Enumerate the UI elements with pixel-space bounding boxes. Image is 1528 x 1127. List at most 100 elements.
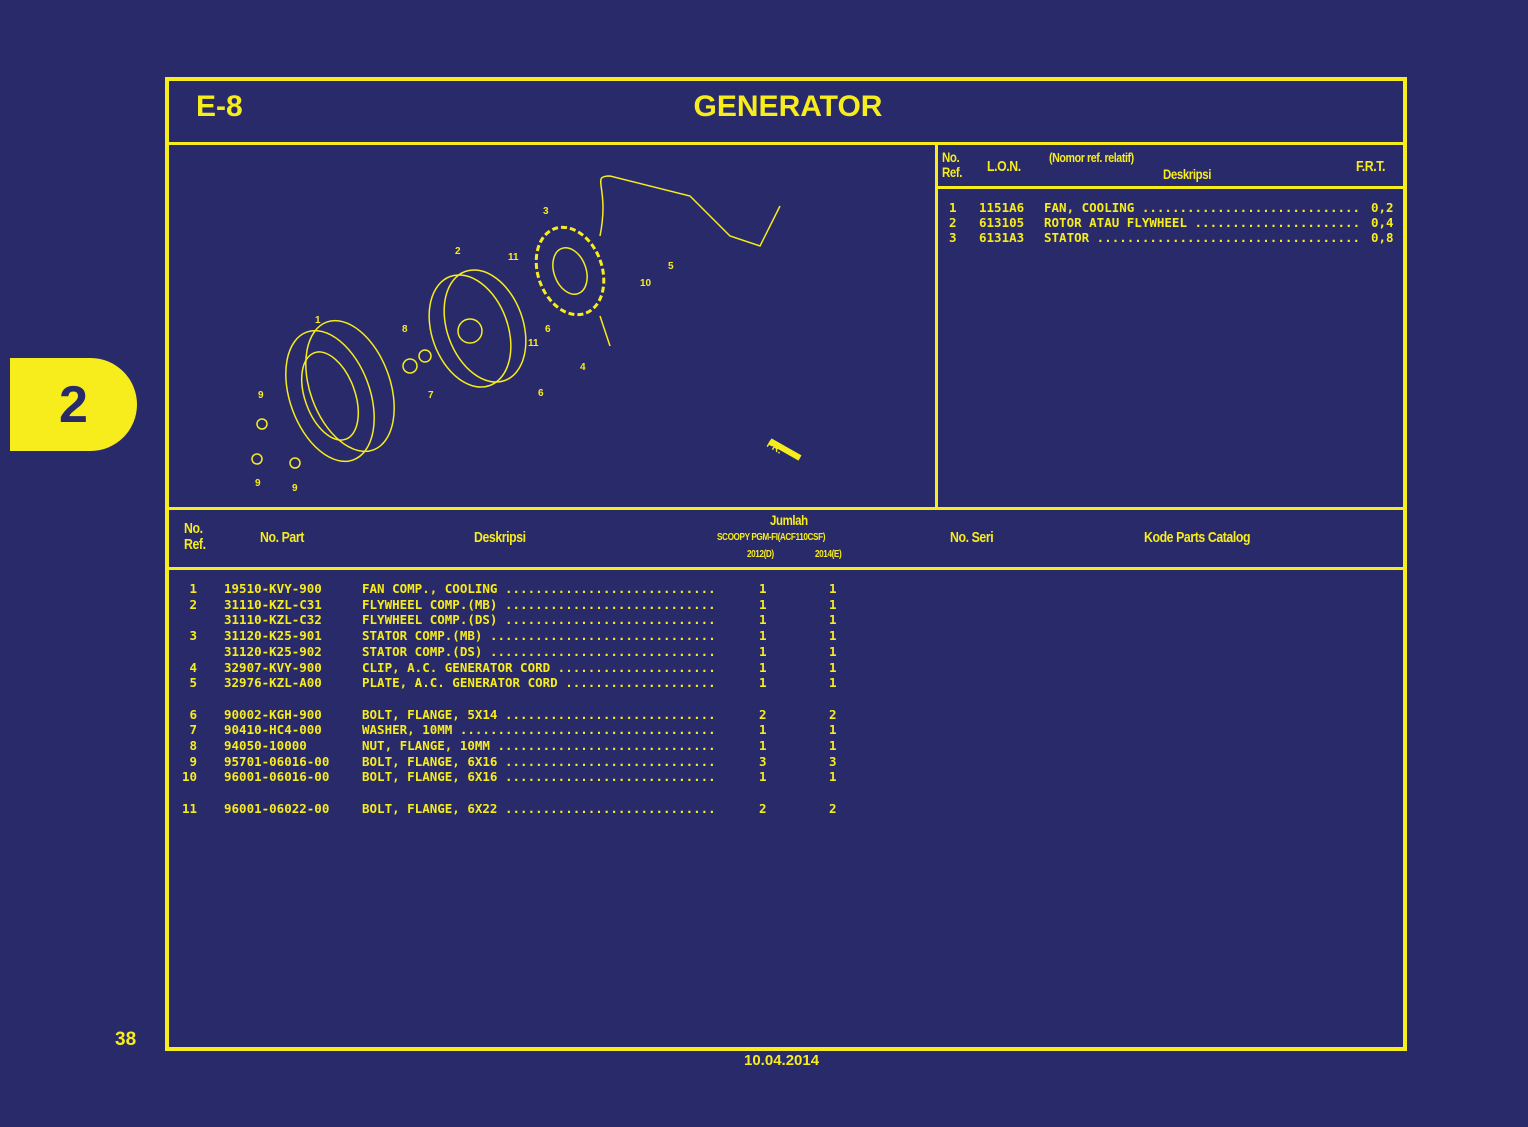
qty-2014: 1	[829, 675, 837, 691]
qty-2012: 1	[759, 581, 767, 596]
description: STATOR COMP.(DS) .......................…	[362, 643, 714, 659]
description-text: FLYWHEEL COMP.(DS)	[362, 612, 498, 628]
ref: 1	[189, 581, 197, 596]
qty-2014: 2	[829, 800, 837, 816]
description: BOLT, FLANGE, 6X22 .....................…	[362, 800, 714, 816]
description-text: BOLT, FLANGE, 6X16	[362, 769, 498, 785]
qty-2012: 1	[759, 675, 767, 691]
part-number: 31120-K25-901	[224, 628, 322, 644]
flywheel-drawing	[428, 269, 527, 388]
description: FAN, COOLING ...........................…	[1044, 200, 1362, 215]
qty-2014: 1	[829, 659, 837, 675]
description: ROTOR ATAU FLYWHEEL ....................…	[1044, 215, 1362, 230]
lon-header-frt: F.R.T.	[1356, 158, 1385, 175]
callout: 9	[258, 390, 264, 401]
lon-header-relative: (Nomor ref. relatif)	[1049, 150, 1134, 165]
qty-2014: 1	[829, 628, 837, 644]
bolt-drawing	[256, 418, 268, 430]
description-text: PLATE, A.C. GENERATOR CORD	[362, 675, 558, 691]
part-number: 90002-KGH-900	[224, 706, 322, 722]
cord-clip	[599, 315, 611, 347]
description-text: FLYWHEEL COMP.(MB)	[362, 596, 498, 612]
qty-2014: 1	[829, 769, 837, 785]
frt: 0,8	[1371, 230, 1394, 245]
qty-2012: 1	[759, 612, 767, 628]
washer-drawing	[418, 349, 432, 363]
callout: 9	[292, 483, 298, 494]
qty-2012: 3	[759, 753, 767, 769]
cooling-fan-drawing	[285, 319, 395, 463]
part-number: 96001-06022-00	[224, 800, 330, 816]
page-title: GENERATOR	[693, 90, 883, 123]
description: WASHER, 10MM ...........................…	[362, 722, 714, 738]
description: STATOR COMP.(MB) .......................…	[362, 628, 714, 644]
lon-header-desc: Deskripsi	[1163, 166, 1212, 182]
callout: 6	[538, 388, 544, 399]
description-text: STATOR COMP.(DS)	[362, 643, 483, 659]
qty-2014: 3	[829, 753, 837, 769]
qty-2012: 1	[759, 659, 767, 675]
parts-header-jumlah: Jumlah	[770, 512, 808, 528]
parts-header-part: No. Part	[260, 529, 304, 546]
page-number: 38	[115, 1029, 137, 1050]
description: BOLT, FLANGE, 6X16 .....................…	[362, 753, 714, 769]
parts-header-catalog: Kode Parts Catalog	[1144, 529, 1251, 546]
bolt-drawing	[251, 453, 263, 465]
description: STATOR .................................…	[1044, 230, 1362, 245]
front-arrow-icon	[768, 438, 802, 461]
part-number: 31110-KZL-C32	[224, 612, 322, 628]
lon-code: 6131A3	[979, 230, 1025, 245]
lon-row: 3 6131A3 STATOR ..........................…	[946, 230, 1401, 245]
parts-header-ref: No. Ref.	[184, 520, 206, 553]
description: PLATE, A.C. GENERATOR CORD .............…	[362, 675, 714, 691]
frt: 0,2	[1371, 200, 1394, 215]
qty-2014: 1	[829, 722, 837, 738]
section-number: 2	[59, 375, 88, 434]
parts-header-year-1: 2012(D)	[747, 549, 774, 560]
nut-drawing	[402, 358, 418, 374]
lon-header-ref: No. Ref.	[942, 149, 963, 180]
part-number: 90410-HC4-000	[224, 722, 322, 738]
qty-2012: 2	[759, 800, 767, 816]
description: BOLT, FLANGE, 5X14 .....................…	[362, 706, 714, 722]
part-number: 19510-KVY-900	[224, 581, 322, 596]
parts-header-model: SCOOPY PGM-FI(ACF110CSF)	[717, 532, 826, 543]
ref: 3	[189, 628, 197, 644]
callout: 9	[255, 478, 261, 489]
generator-cord	[599, 175, 781, 247]
qty-2012: 1	[759, 722, 767, 738]
qty-2012: 1	[759, 738, 767, 753]
table-row: 3 31120-K25-901 STATOR COMP.(MB) .........…	[175, 628, 875, 643]
callout: 10	[640, 278, 652, 289]
qty-2012: 1	[759, 643, 767, 659]
ref: 3	[949, 230, 957, 245]
ref: 7	[189, 722, 197, 738]
frt: 0,4	[1371, 215, 1394, 230]
description-text: BOLT, FLANGE, 5X14	[362, 706, 498, 722]
description: BOLT, FLANGE, 6X16 .....................…	[362, 769, 714, 785]
qty-2014: 2	[829, 706, 837, 722]
divider	[169, 507, 1403, 510]
description-text: STATOR COMP.(MB)	[362, 628, 483, 644]
ref: 9	[189, 753, 197, 769]
ref: 6	[189, 706, 197, 722]
divider	[938, 186, 1403, 189]
parts-header-year-2: 2014(E)	[815, 549, 842, 560]
print-date: 10.04.2014	[744, 1052, 820, 1069]
lon-header-lon: L.O.N.	[987, 158, 1021, 175]
callout: 6	[545, 324, 551, 335]
description: CLIP, A.C. GENERATOR CORD ..............…	[362, 659, 714, 675]
divider	[169, 567, 1403, 570]
callout: 5	[668, 261, 674, 272]
description-text: FAN COMP., COOLING	[362, 581, 498, 596]
qty-2014: 1	[829, 738, 837, 753]
lon-code: 1151A6	[979, 200, 1025, 215]
